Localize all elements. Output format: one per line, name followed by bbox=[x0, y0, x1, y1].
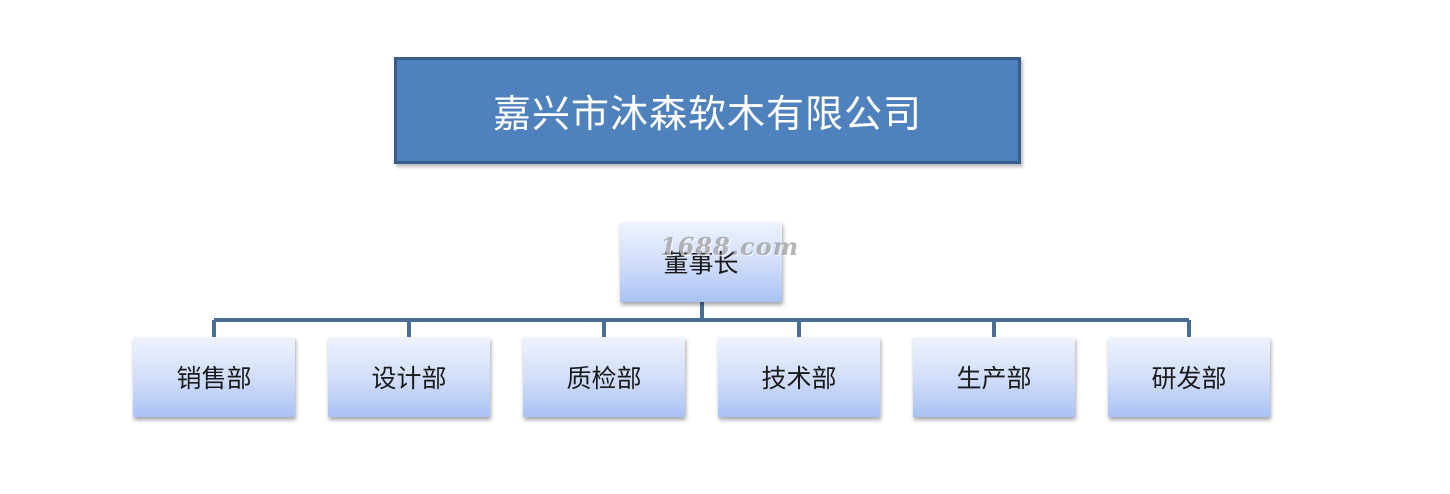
department-node-technology: 技术部 bbox=[718, 337, 880, 417]
department-node-design: 设计部 bbox=[328, 337, 490, 417]
chairman-label: 董事长 bbox=[663, 249, 739, 278]
department-label: 设计部 bbox=[371, 364, 447, 393]
department-node-sales: 销售部 bbox=[133, 337, 295, 417]
department-node-rnd: 研发部 bbox=[1108, 337, 1270, 417]
department-label: 销售部 bbox=[176, 364, 252, 393]
department-label: 研发部 bbox=[1151, 364, 1227, 393]
chairman-node: 董事长 bbox=[620, 222, 782, 302]
department-label: 技术部 bbox=[761, 364, 837, 393]
department-node-production: 生产部 bbox=[913, 337, 1075, 417]
department-label: 生产部 bbox=[956, 364, 1032, 393]
department-node-quality: 质检部 bbox=[523, 337, 685, 417]
company-name: 嘉兴市沐森软木有限公司 bbox=[492, 92, 922, 136]
company-name-box: 嘉兴市沐森软木有限公司 bbox=[394, 57, 1021, 164]
department-label: 质检部 bbox=[566, 364, 642, 393]
